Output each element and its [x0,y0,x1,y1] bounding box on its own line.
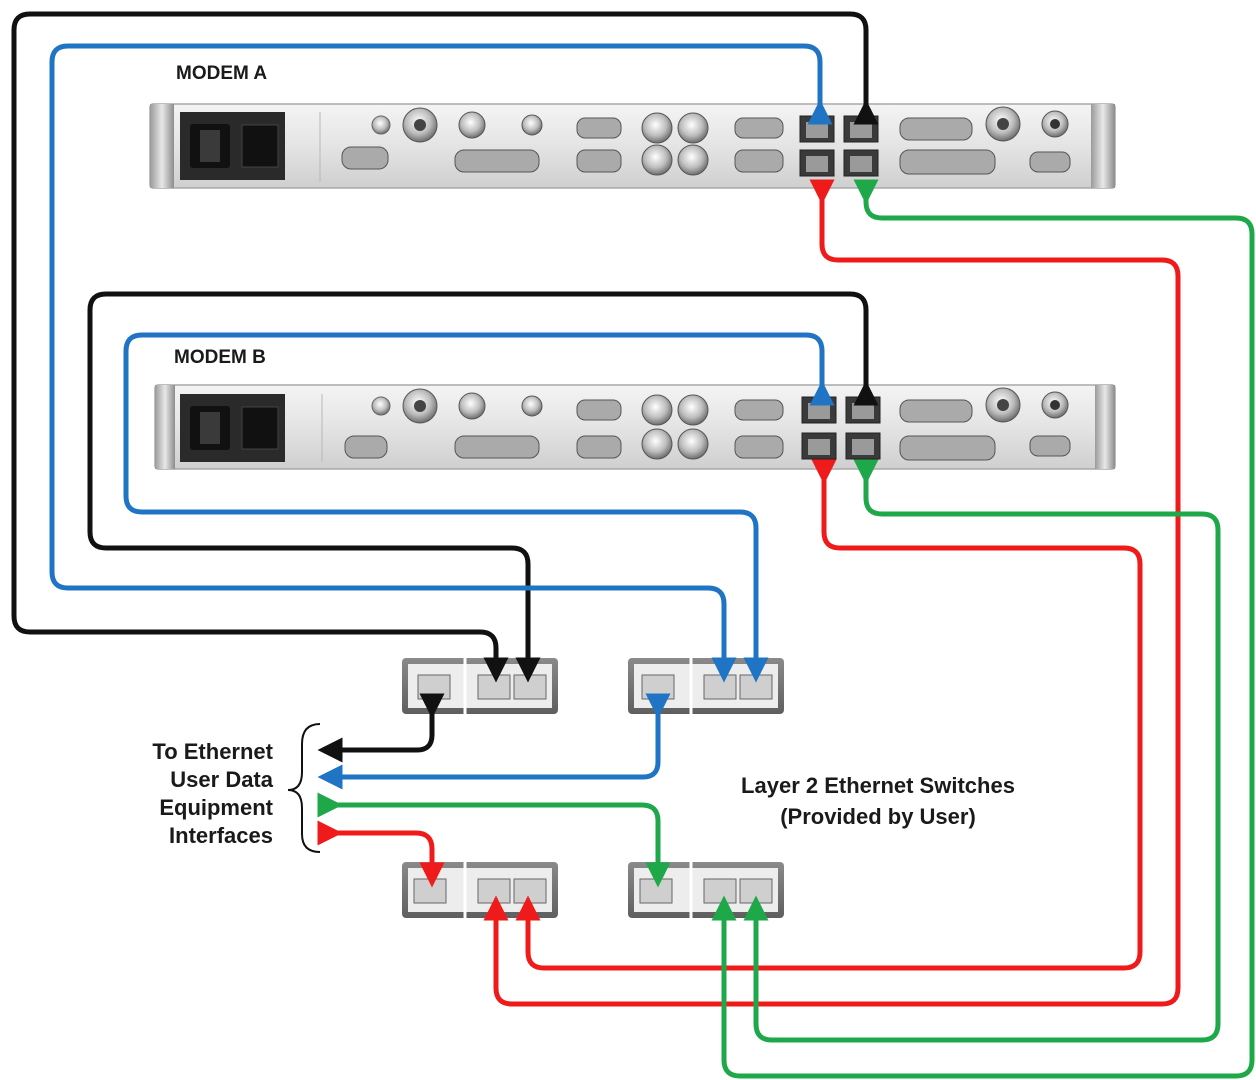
switches-caption-line: (Provided by User) [705,801,1051,832]
ethernet-switch-bottom-left [402,862,558,918]
user-equipment-label-line: Equipment [152,794,273,822]
user-interfaces-brace [288,724,320,852]
green-cable-modem-a [724,192,1252,1076]
switches-caption: Layer 2 Ethernet Switches (Provided by U… [705,770,1051,832]
red-cable-modem-b [528,472,1140,968]
red-cable-modem-a [496,192,1178,1004]
blue-cable-user [330,706,658,777]
user-equipment-label: To Ethernet User Data Equipment Interfac… [152,738,273,850]
ethernet-switch-bottom-right [628,862,784,918]
ethernet-switch-top-right [628,658,784,714]
switches-caption-line: Layer 2 Ethernet Switches [705,770,1051,801]
green-cable-modem-b [756,472,1218,1040]
modem-a-chassis [150,104,1115,188]
modem-b-label: MODEM B [174,347,266,369]
modem-b-chassis [155,385,1115,469]
ethernet-switch-top-left [402,658,558,714]
user-equipment-label-line: Interfaces [152,822,273,850]
user-equipment-label-line: To Ethernet [152,738,273,766]
user-equipment-label-line: User Data [152,766,273,794]
modem-a-label: MODEM A [176,63,267,85]
